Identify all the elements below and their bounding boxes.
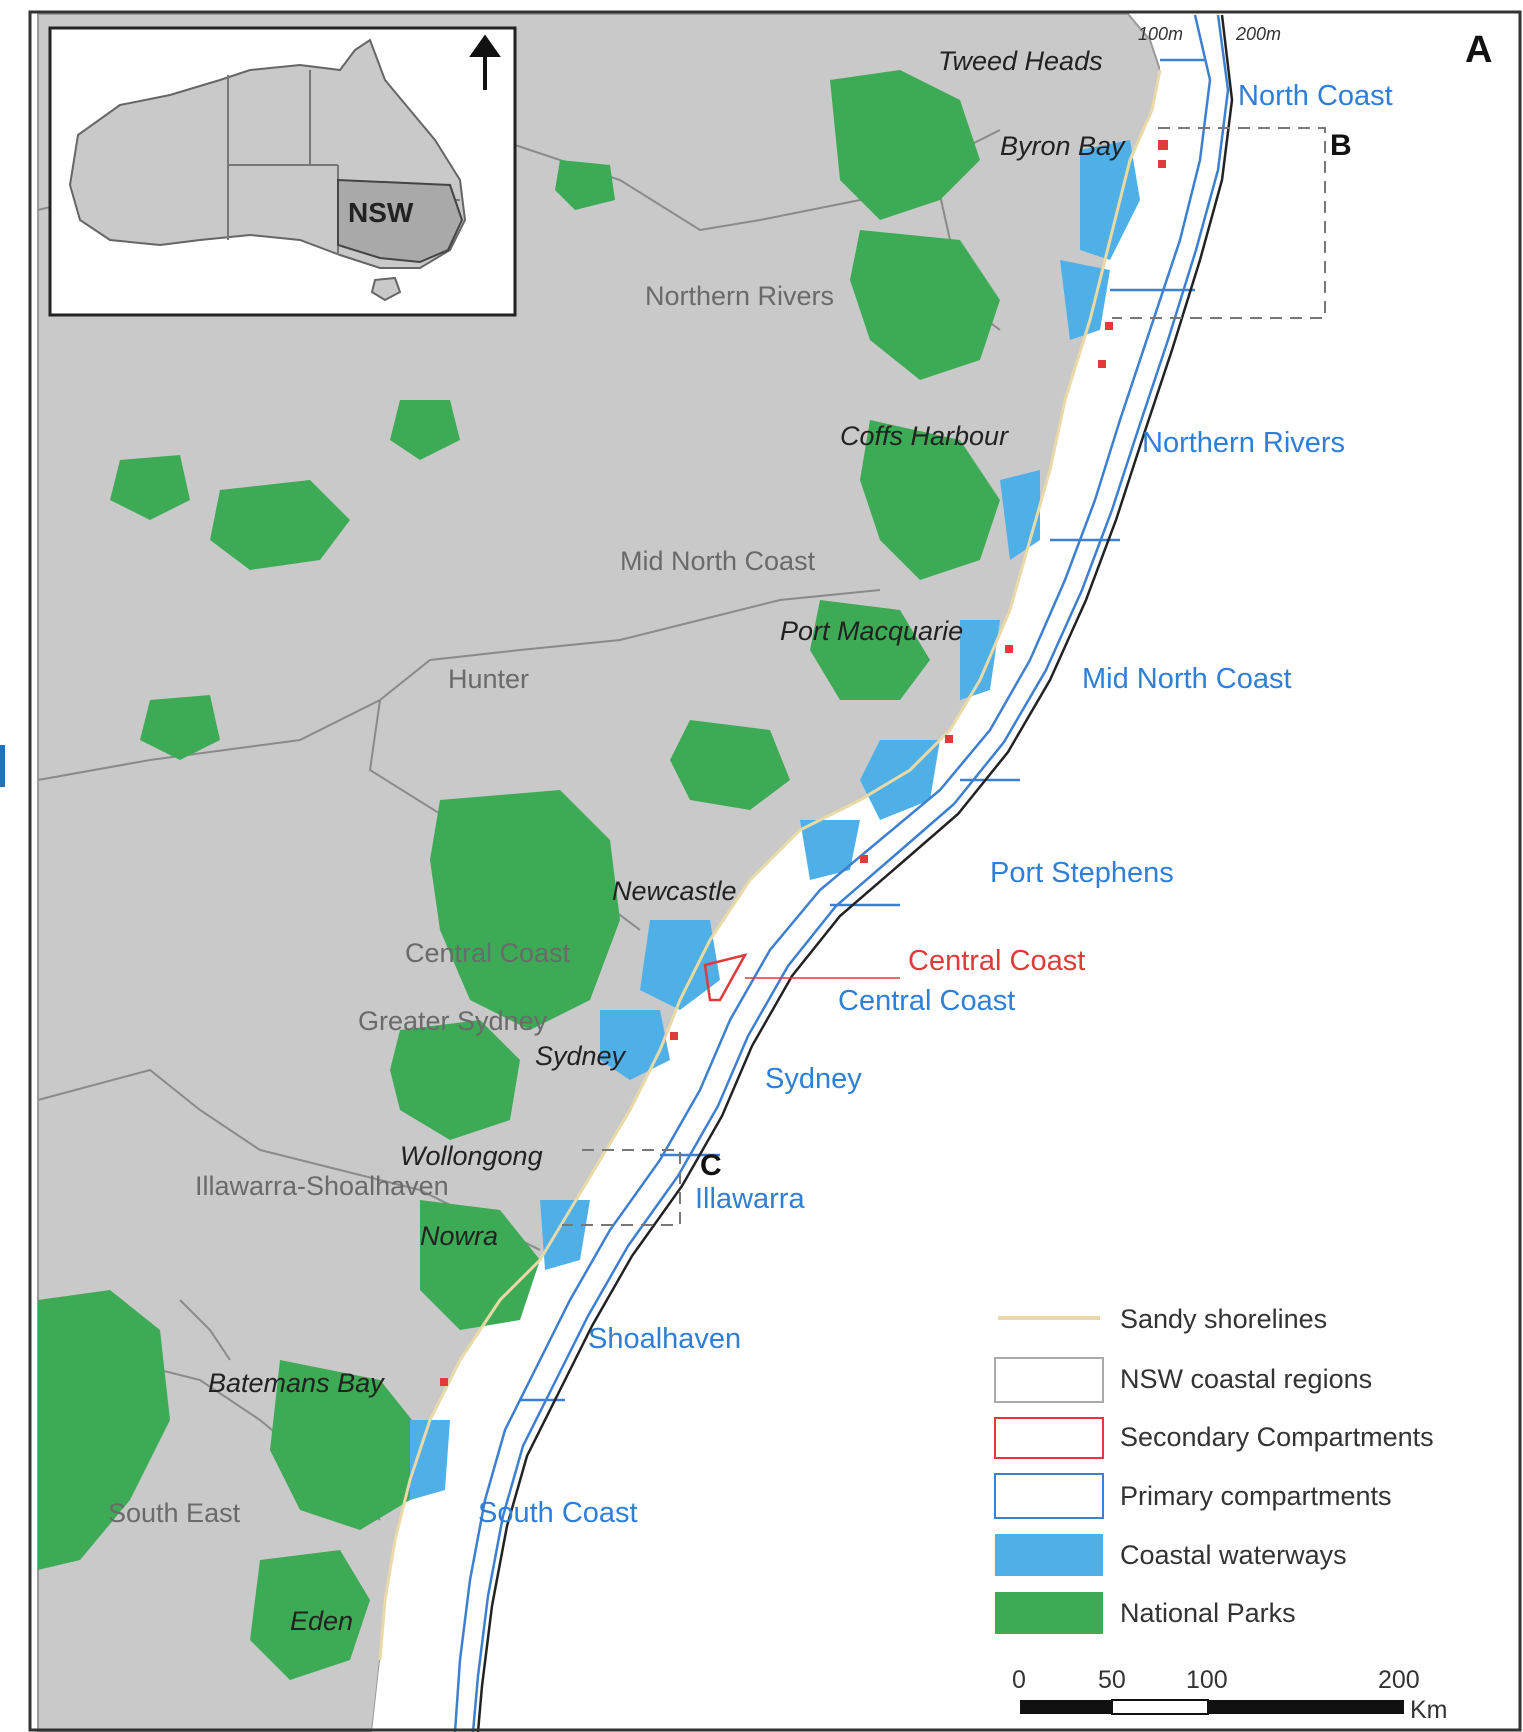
compartment-south-coast: South Coast (478, 1497, 638, 1529)
town-byron-bay: Byron Bay (1000, 131, 1126, 161)
compartment-shoalhaven: Shoalhaven (588, 1323, 741, 1355)
panel-b-box (1112, 127, 1326, 319)
compartment-port-stephens: Port Stephens (990, 857, 1174, 889)
compartment-sydney: Sydney (765, 1063, 862, 1095)
region-northern-rivers: Northern Rivers (645, 281, 834, 311)
secondary-markers (440, 140, 1168, 1386)
panel-label-c: C (700, 1149, 722, 1182)
legend-label-parks: National Parks (1120, 1598, 1296, 1628)
town-nowra: Nowra (420, 1221, 498, 1251)
scale-tick-100: 100 (1186, 1666, 1228, 1694)
region-central-coast: Central Coast (405, 938, 571, 968)
legend-label-primary: Primary compartments (1120, 1481, 1392, 1511)
legend-label-secondary: Secondary Compartments (1120, 1422, 1434, 1452)
compartment-north-coast: North Coast (1238, 80, 1393, 112)
north-arrow-icon (469, 34, 501, 90)
panel-label-b: B (1330, 129, 1352, 162)
legend-swatch-waterways (995, 1534, 1103, 1576)
compartment-northern-rivers: Northern Rivers (1142, 427, 1345, 459)
sandy-shoreline (378, 69, 1162, 1661)
national-parks (38, 70, 1000, 1680)
map-legend (994, 1316, 1104, 1634)
town-newcastle: Newcastle (612, 876, 737, 906)
shelf-edge-line (476, 14, 1234, 1732)
contour-label-200m: 200m (1235, 24, 1281, 44)
compartment-illawarra: Illawarra (695, 1183, 805, 1215)
legend-swatch-regions (994, 1357, 1104, 1403)
inset-state-label: NSW (348, 197, 414, 228)
secondary-compartment-central-coast: Central Coast (908, 945, 1085, 977)
town-wollongong: Wollongong (400, 1141, 543, 1171)
map-frame (28, 10, 1522, 1732)
town-tweed-heads: Tweed Heads (938, 46, 1103, 76)
town-coffs-harbour: Coffs Harbour (840, 421, 1009, 451)
scale-unit: Km (1410, 1696, 1448, 1724)
nsw-highlight (337, 178, 464, 264)
panel-c-box (562, 1149, 681, 1226)
town-sydney: Sydney (535, 1041, 627, 1071)
legend-label-waterways: Coastal waterways (1120, 1540, 1347, 1570)
town-batemans-bay: Batemans Bay (208, 1368, 385, 1398)
panel-label-a: A (1465, 29, 1492, 71)
region-illawarra-shoalhaven: Illawarra-Shoalhaven (195, 1171, 449, 1201)
scale-tick-50: 50 (1098, 1666, 1126, 1694)
compartment-mid-north-coast: Mid North Coast (1082, 663, 1292, 695)
region-south-east: South East (108, 1498, 241, 1528)
region-mid-north-coast: Mid North Coast (620, 546, 816, 576)
contour-label-100m: 100m (1138, 24, 1183, 44)
legend-swatch-primary (994, 1473, 1104, 1519)
legend-swatch-secondary (994, 1417, 1104, 1459)
scale-tick-0: 0 (1012, 1666, 1026, 1694)
region-hunter: Hunter (448, 664, 529, 694)
secondary-compartment-outline (703, 953, 748, 1002)
scale-bar (1020, 1699, 1404, 1715)
town-eden: Eden (290, 1606, 353, 1636)
compartment-central-coast: Central Coast (838, 985, 1015, 1017)
region-greater-sydney: Greater Sydney (358, 1006, 548, 1036)
inset-map (48, 26, 517, 317)
scale-tick-200: 200 (1378, 1666, 1420, 1694)
legend-swatch-parks (995, 1592, 1103, 1634)
town-port-macquarie: Port Macquarie (780, 616, 963, 646)
shelf-area (372, 30, 1230, 1732)
legend-label-sandy: Sandy shorelines (1120, 1304, 1327, 1334)
legend-label-regions: NSW coastal regions (1120, 1364, 1372, 1394)
